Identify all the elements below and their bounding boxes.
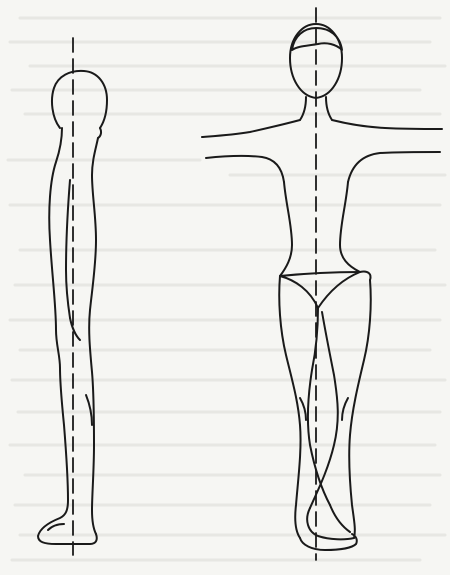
front-view-figure [202,8,442,560]
front-view-neck-left [300,97,306,120]
front-view-left-leg-outer [279,276,300,538]
front-view-knee-left [300,398,306,420]
front-view-waistline [280,272,360,276]
front-view-right-leg-inner [310,312,338,508]
front-view-right-leg-outer [349,280,371,538]
front-view-toes [330,505,350,532]
front-view-left-arm-upper [202,120,300,137]
front-view-neck-right [326,97,332,120]
front-view-right-arm-upper [332,120,442,129]
side-view-face [98,128,101,138]
front-view-right-arm-lower [348,152,440,182]
front-view-left-arm-lower [206,156,284,182]
front-view-torso-left [280,182,292,276]
front-view-torso-right [340,182,360,272]
side-view-hand [70,318,80,340]
front-view-knee-right [342,398,348,420]
front-view-briefs [280,271,371,308]
side-view-back-outline [38,128,97,544]
side-view-heel [48,524,64,530]
side-view-head [52,71,107,128]
front-view-right-foot [307,508,354,539]
front-view-left-foot [300,534,357,550]
side-view-arm [66,180,70,318]
side-view-figure [38,38,107,555]
side-view-knee [86,395,92,425]
side-view-front-outline [89,138,98,534]
